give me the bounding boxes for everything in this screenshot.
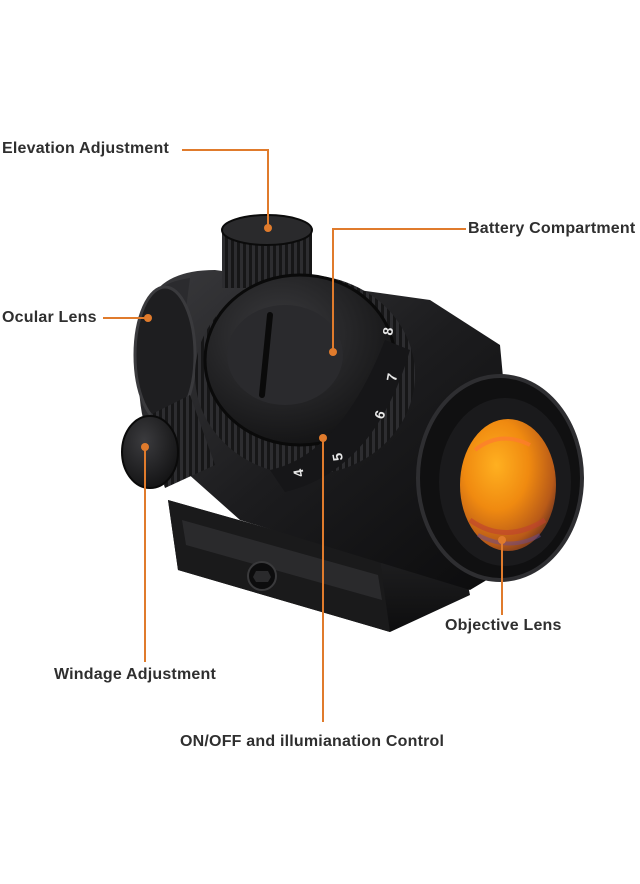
illumination-dial: 8 7 6 5 4 <box>270 326 410 492</box>
coin-slot-icon <box>259 312 273 398</box>
label-onoff-illumination-control: ON/OFF and illumianation Control <box>180 733 445 750</box>
dot-battery <box>329 348 337 356</box>
label-objective-lens: Objective Lens <box>445 617 562 634</box>
windage-knob <box>121 395 215 489</box>
picatinny-mount <box>168 500 470 632</box>
dial-number: 7 <box>383 372 400 383</box>
dial-number: 4 <box>290 468 307 479</box>
leader-endpoints <box>141 224 506 544</box>
dot-onoff <box>319 434 327 442</box>
battery-compartment-cap <box>195 273 415 475</box>
leader-lines <box>103 149 503 722</box>
objective-lens <box>416 374 584 582</box>
leader-battery <box>332 228 466 352</box>
label-battery-compartment: Battery Compartment <box>468 220 636 237</box>
label-windage-adjustment: Windage Adjustment <box>54 666 216 683</box>
dot-windage <box>141 443 149 451</box>
dot-elevation <box>264 224 272 232</box>
dot-ocular <box>144 314 152 322</box>
label-ocular-lens: Ocular Lens <box>2 309 97 326</box>
dial-number: 5 <box>329 452 346 463</box>
leader-elevation <box>182 149 269 228</box>
label-elevation-adjustment: Elevation Adjustment <box>2 140 169 157</box>
dial-number: 8 <box>379 326 396 337</box>
dot-objective <box>498 536 506 544</box>
